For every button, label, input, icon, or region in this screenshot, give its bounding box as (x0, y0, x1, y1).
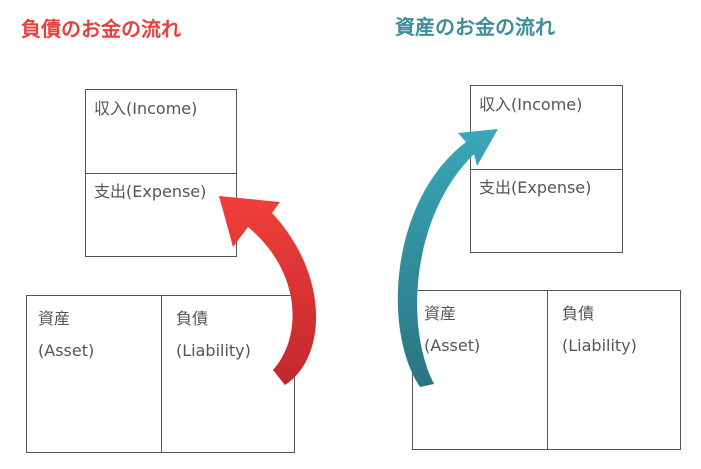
right-balance-divider (547, 291, 548, 449)
right-asset-label: 資産 (424, 304, 457, 323)
left-flow-arrow (219, 196, 317, 385)
right-flow-arrow (397, 129, 498, 387)
left-income-expense-box: 収入(Income) 支出(Expense) (85, 89, 237, 257)
left-balance-divider (161, 296, 162, 452)
left-liability-sublabel: (Liability) (176, 341, 251, 360)
right-income-label: 収入(Income) (479, 95, 583, 114)
left-asset-sublabel: (Asset) (38, 341, 95, 360)
right-expense-label: 支出(Expense) (479, 178, 592, 197)
right-title: 資産のお金の流れ (395, 15, 555, 39)
right-ie-divider (471, 169, 622, 170)
right-asset-sublabel: (Asset) (424, 336, 481, 355)
left-liability-label: 負債 (176, 309, 209, 328)
right-balance-box: 資産 (Asset) 負債 (Liability) (412, 290, 681, 450)
right-liability-label: 負債 (562, 304, 595, 323)
left-asset-label: 資産 (38, 309, 71, 328)
left-income-label: 収入(Income) (94, 99, 198, 118)
left-ie-divider (86, 173, 236, 174)
right-liability-sublabel: (Liability) (562, 336, 637, 355)
right-income-expense-box: 収入(Income) 支出(Expense) (470, 85, 623, 253)
left-expense-label: 支出(Expense) (94, 182, 207, 201)
left-title: 負債のお金の流れ (21, 17, 181, 41)
